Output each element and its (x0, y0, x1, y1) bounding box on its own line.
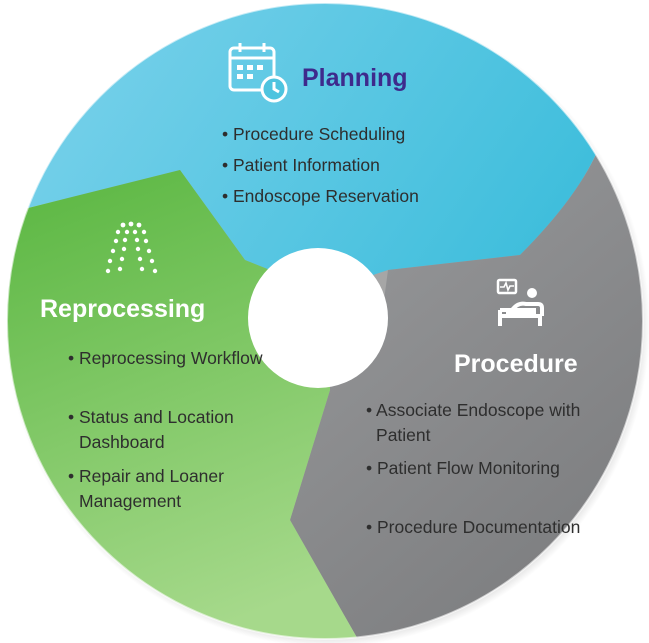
bullet-dot: • (366, 517, 377, 537)
planning-bullet-list: • Procedure Scheduling • Patient Informa… (222, 124, 419, 206)
list-item: • Procedure Scheduling (222, 124, 405, 144)
list-item: • Endoscope Reservation (222, 186, 419, 206)
list-item: • Status and Location Dashboard (68, 407, 239, 452)
bullet-dot: • (366, 400, 376, 420)
disk-rim (6, 2, 644, 640)
list-item-continuation: Management (79, 491, 181, 511)
list-item: • Reprocessing Workflow (68, 348, 263, 368)
procedure-bullet-list: • Associate Endoscope with Patient • Pat… (366, 400, 585, 537)
bullet-dot: • (68, 348, 79, 368)
bullet-dot: • (366, 458, 377, 478)
list-item: • Patient Information (222, 155, 380, 175)
planning-segment (7, 3, 643, 290)
procedure-title: Procedure (454, 350, 578, 378)
hospital-bed-patient-icon (496, 278, 544, 326)
bullet-dot: • (68, 407, 79, 427)
reprocessing-title: Reprocessing (40, 295, 205, 323)
water-spray-icon (105, 221, 158, 274)
list-item: • Procedure Documentation (366, 517, 580, 537)
list-item: • Associate Endoscope with Patient (366, 400, 585, 445)
bullet-dot: • (222, 155, 233, 175)
bullet-dot: • (68, 466, 79, 486)
calendar-clock-icon (228, 43, 288, 103)
list-item: • Patient Flow Monitoring (366, 458, 560, 478)
bullet-dot: • (222, 186, 233, 206)
center-hole (248, 248, 388, 388)
planning-title: Planning (302, 64, 408, 92)
procedure-segment (290, 130, 643, 639)
bullet-dot: • (222, 124, 233, 144)
list-item: • Repair and Loaner Management (68, 466, 229, 511)
list-item-continuation: Patient (376, 425, 431, 445)
list-item-continuation: Dashboard (79, 432, 165, 452)
reprocessing-bullet-list: • Reprocessing Workflow • Status and Loc… (68, 348, 263, 511)
